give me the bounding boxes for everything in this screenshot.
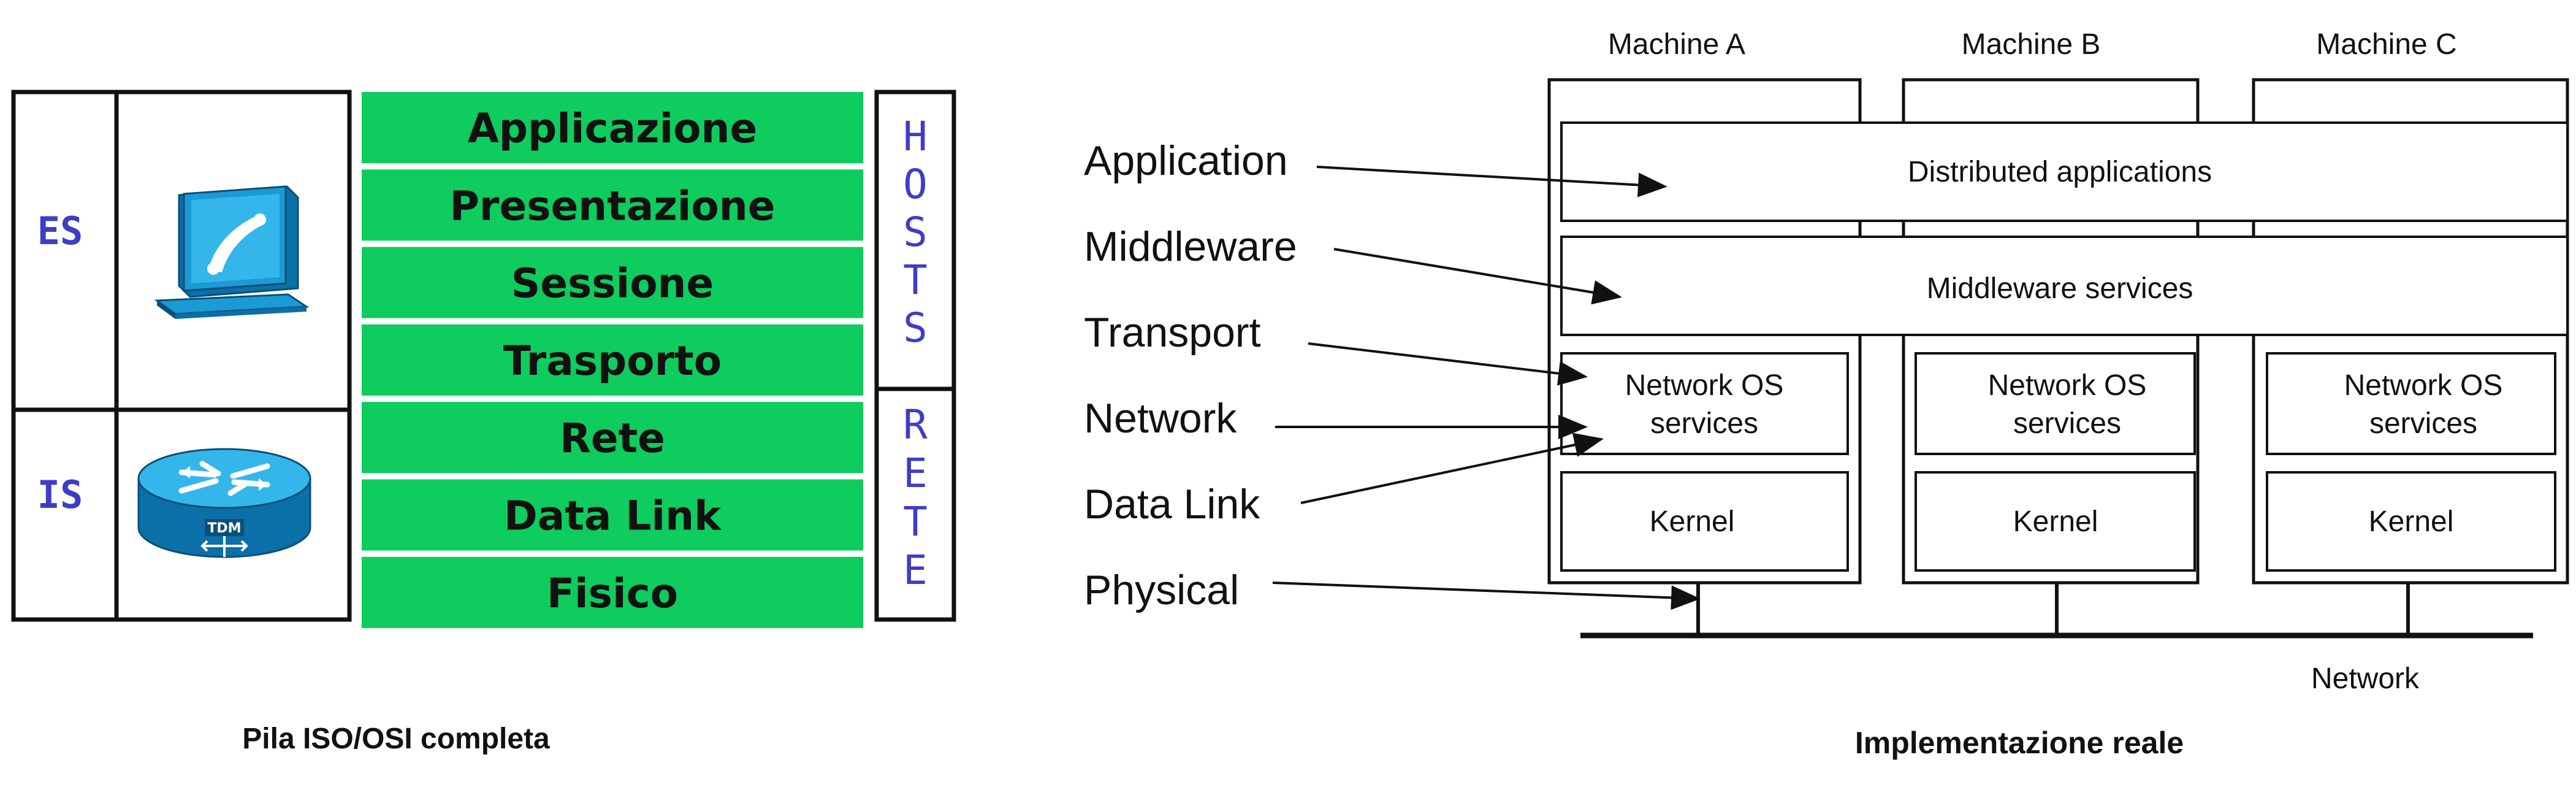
osi-layer-box xyxy=(362,556,863,628)
network-layer-label: Network xyxy=(1084,395,1237,442)
network-label: Network xyxy=(2311,662,2420,695)
machine-a-netos-line2: services xyxy=(1650,407,1758,440)
machine-a-kernel-label: Kernel xyxy=(1650,505,1735,538)
osi-layer-label: Trasporto xyxy=(503,337,722,385)
es-label: ES xyxy=(37,209,83,253)
machine-a-label: Machine A xyxy=(1608,28,1745,61)
middleware-layer-label: Middleware xyxy=(1084,223,1297,270)
hosts-letter: H xyxy=(903,113,928,160)
rete-letter: T xyxy=(903,498,928,545)
rete-column xyxy=(874,386,956,622)
rete-letter: E xyxy=(903,547,928,594)
datalink-arrow xyxy=(1300,432,1604,504)
osi-layer-box xyxy=(362,479,863,551)
physical-layer-label: Physical xyxy=(1084,567,1239,613)
machine-c-kernel-label: Kernel xyxy=(2369,505,2454,538)
machine-c-netos-box xyxy=(2266,352,2556,455)
machine-c-label: Machine C xyxy=(2316,28,2456,61)
machine-b-netos-box xyxy=(1915,352,2196,455)
machine-b-netos-line2: services xyxy=(2013,407,2121,440)
transport-arrow xyxy=(1308,342,1588,386)
hosts-letter: S xyxy=(903,209,928,256)
router-badge: TDM xyxy=(207,521,241,536)
rete-letter: E xyxy=(903,450,928,497)
osi-layer-box xyxy=(362,169,863,241)
application-arrow xyxy=(1316,166,1667,198)
left-caption: Pila ISO/OSI completa xyxy=(242,723,550,755)
implementation-panel: Machine A Machine B Machine C Distribute… xyxy=(1084,28,2569,760)
application-layer-label: Application xyxy=(1084,137,1288,184)
middleware-services-box xyxy=(1560,236,2569,336)
osi-layer-box xyxy=(362,92,863,163)
machine-a-kernel-box xyxy=(1560,471,1849,572)
osi-layer-label: Data Link xyxy=(504,493,722,540)
workstation-icon xyxy=(154,185,310,319)
machine-a-netos-box xyxy=(1560,352,1849,455)
osi-layer-label: Rete xyxy=(560,415,665,462)
machine-b-kernel-box xyxy=(1915,471,2196,572)
hosts-letter: S xyxy=(903,304,928,351)
datalink-layer-label: Data Link xyxy=(1084,481,1260,528)
machine-c-netos-line2: services xyxy=(2369,407,2477,440)
machine-b-kernel-label: Kernel xyxy=(2013,505,2098,538)
physical-arrow xyxy=(1272,582,1701,610)
distributed-applications-box xyxy=(1560,121,2569,222)
router-icon: TDM xyxy=(137,448,311,558)
osi-layer-label: Applicazione xyxy=(468,105,758,152)
osi-layer-label: Sessione xyxy=(511,260,714,307)
machine-b-label: Machine B xyxy=(1962,28,2101,61)
middleware-services-label: Middleware services xyxy=(1927,272,2193,305)
machine-c-netos-line1: Network OS xyxy=(2344,369,2503,402)
is-label: IS xyxy=(37,472,83,517)
osi-layer-box xyxy=(362,247,863,318)
osi-layer-label: Presentazione xyxy=(450,182,775,229)
machine-c-kernel-box xyxy=(2266,471,2556,572)
es-is-frame xyxy=(11,90,352,622)
right-caption: Implementazione reale xyxy=(1855,726,2184,760)
osi-layer-stack: ApplicazionePresentazioneSessioneTraspor… xyxy=(362,92,863,628)
machine-b-netos-line1: Network OS xyxy=(1988,369,2147,402)
hosts-letter: O xyxy=(903,161,928,208)
transport-layer-label: Transport xyxy=(1084,309,1261,356)
osi-layer-box xyxy=(362,324,863,396)
rete-letter: R xyxy=(903,401,928,448)
hosts-letter: T xyxy=(903,256,928,304)
osi-layer-box xyxy=(362,402,863,474)
distributed-applications-label: Distributed applications xyxy=(1908,156,2212,188)
machine-a-netos-line1: Network OS xyxy=(1625,369,1784,402)
osi-layer-label: Fisico xyxy=(547,570,678,617)
middleware-arrow xyxy=(1333,248,1622,305)
